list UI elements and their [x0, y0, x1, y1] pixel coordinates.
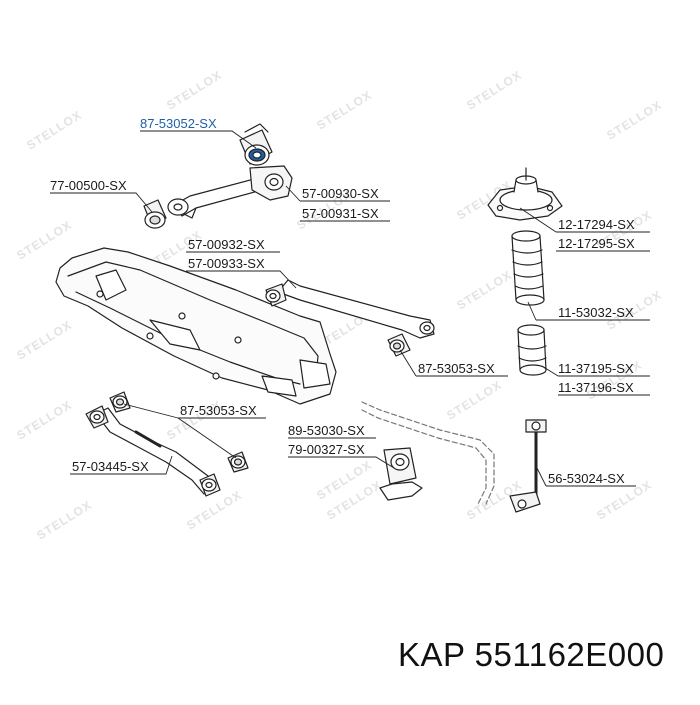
bushing-77-00500-part[interactable]: [143, 199, 167, 229]
watermark-text: STELLOX: [24, 108, 84, 153]
label-57-00933-sx[interactable]: 57-00933-SX: [188, 256, 265, 271]
label-87-53053-sx-right[interactable]: 87-53053-SX: [418, 361, 495, 376]
watermark-text: STELLOX: [314, 88, 374, 133]
label-77-00500-sx[interactable]: 77-00500-SX: [50, 178, 127, 193]
label-11-37195-sx[interactable]: 11-37195-SX: [558, 361, 634, 376]
part-number: 551162E000: [474, 636, 665, 673]
rear-subframe-part: [55, 247, 337, 405]
dust-boot-11-53032-part[interactable]: [511, 230, 545, 306]
bushing-87-53052-part[interactable]: [239, 123, 273, 166]
label-12-17295-sx[interactable]: 12-17295-SX: [558, 236, 635, 251]
watermark-text: STELLOX: [164, 68, 224, 113]
watermark-text: STELLOX: [34, 498, 94, 543]
watermark-text: STELLOX: [444, 378, 504, 423]
control-arm-57-03445-part[interactable]: [85, 405, 221, 497]
label-87-53052-sx[interactable]: 87-53052-SX: [140, 116, 217, 131]
label-57-03445-sx[interactable]: 57-03445-SX: [72, 459, 149, 474]
control-arm-57-00932-part[interactable]: [265, 279, 435, 339]
brand-name: KAP: [398, 636, 465, 673]
part-footer: KAP 551162E000: [398, 636, 664, 674]
stabilizer-bushing-89-53030-part[interactable]: [379, 447, 423, 501]
watermark-text: STELLOX: [14, 218, 74, 263]
label-11-37196-sx[interactable]: 11-37196-SX: [558, 380, 634, 395]
watermark-text: STELLOX: [184, 488, 244, 533]
watermark-text: STELLOX: [464, 68, 524, 113]
label-57-00932-sx[interactable]: 57-00932-SX: [188, 237, 265, 252]
label-12-17294-sx[interactable]: 12-17294-SX: [558, 217, 635, 232]
stabilizer-bar-part: [361, 401, 495, 505]
label-57-00930-sx[interactable]: 57-00930-SX: [302, 186, 379, 201]
watermark-text: STELLOX: [604, 98, 664, 143]
bushing-87-53053-right-part[interactable]: [387, 333, 411, 357]
watermark-text: STELLOX: [14, 318, 74, 363]
label-11-53032-sx[interactable]: 11-53032-SX: [558, 305, 634, 320]
label-57-00931-sx[interactable]: 57-00931-SX: [302, 206, 379, 221]
label-87-53053-sx-left[interactable]: 87-53053-SX: [180, 403, 257, 418]
leader-lines: [50, 130, 650, 487]
control-arm-57-00930-part[interactable]: [167, 165, 293, 219]
bump-stop-11-37195-part[interactable]: [517, 324, 547, 376]
label-79-00327-sx[interactable]: 79-00327-SX: [288, 442, 365, 457]
watermark-text: STELLOX: [14, 398, 74, 443]
label-89-53030-sx[interactable]: 89-53030-SX: [288, 423, 365, 438]
bushing-87-53053-left-part[interactable]: [109, 391, 249, 473]
stabilizer-link-56-53024-part[interactable]: [509, 419, 547, 513]
strut-mount-12-17294-part[interactable]: [487, 167, 563, 221]
watermark-text: STELLOX: [454, 268, 514, 313]
label-56-53024-sx[interactable]: 56-53024-SX: [548, 471, 625, 486]
